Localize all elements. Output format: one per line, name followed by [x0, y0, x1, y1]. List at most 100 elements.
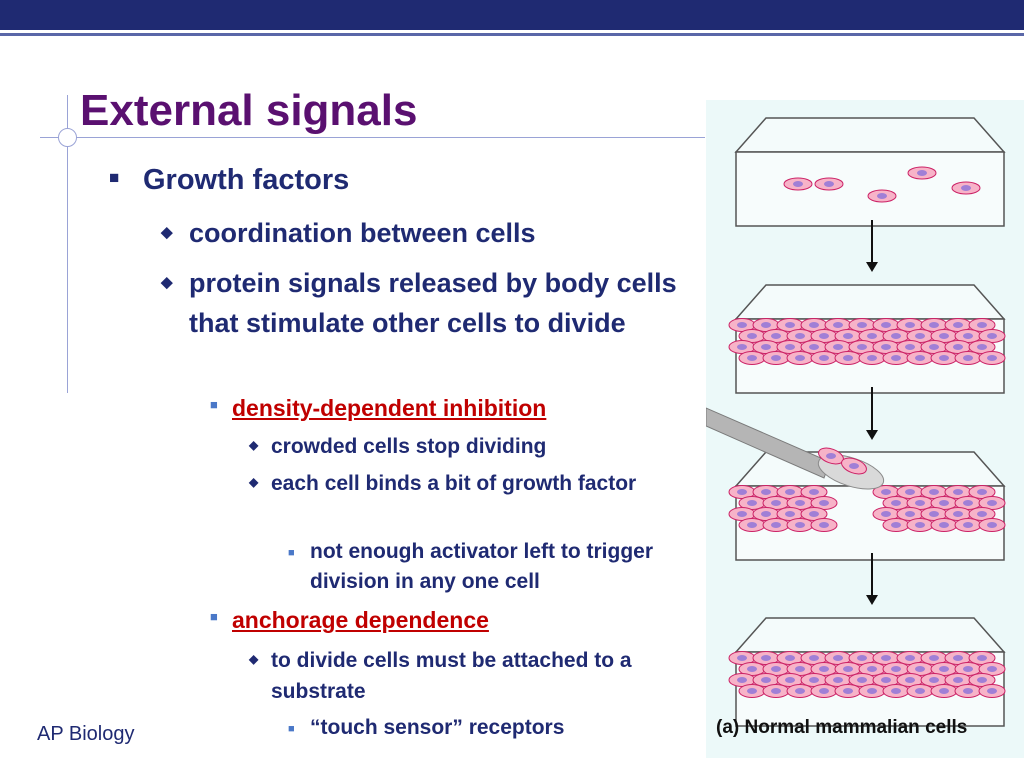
- cell-nucleus: [857, 677, 867, 683]
- cell-nucleus: [987, 333, 997, 339]
- cell-nucleus: [809, 655, 819, 661]
- cell-nucleus: [747, 355, 757, 361]
- cell-nucleus: [747, 500, 757, 506]
- cell-nucleus: [771, 500, 781, 506]
- footer-course-name: AP Biology: [37, 723, 135, 745]
- cell-nucleus: [761, 322, 771, 328]
- cell-nucleus: [761, 677, 771, 683]
- cell-nucleus: [877, 193, 887, 199]
- cell-nucleus: [963, 355, 973, 361]
- cell-nucleus: [771, 355, 781, 361]
- culture-dish-3: [728, 451, 1006, 561]
- cell-nucleus: [833, 344, 843, 350]
- cell-nucleus: [833, 677, 843, 683]
- cell-nucleus: [929, 655, 939, 661]
- cell-nucleus: [867, 355, 877, 361]
- cell-nucleus: [857, 322, 867, 328]
- cell-nucleus: [747, 522, 757, 528]
- cell-nucleus: [987, 500, 997, 506]
- cell-nucleus: [737, 511, 747, 517]
- cell-nucleus: [795, 522, 805, 528]
- cell-culture-figure: [705, 100, 1024, 758]
- cell-nucleus: [819, 500, 829, 506]
- diamond-bullet-icon: ◆: [161, 224, 173, 241]
- cell-nucleus: [939, 355, 949, 361]
- bullet-density-dependent: ■density-dependent inhibition: [210, 395, 547, 421]
- cell-nucleus: [747, 688, 757, 694]
- cell-nucleus: [891, 666, 901, 672]
- cell-nucleus: [785, 655, 795, 661]
- cell-nucleus: [747, 666, 757, 672]
- cell-nucleus: [771, 666, 781, 672]
- cell-nucleus: [905, 322, 915, 328]
- bullet-each-cell-binds: ◆each cell binds a bit of growth factor: [249, 468, 711, 499]
- scraped-cell-nucleus: [849, 463, 859, 469]
- top-banner-line: [0, 33, 1024, 36]
- cell-nucleus: [905, 489, 915, 495]
- cell-nucleus: [953, 489, 963, 495]
- bullet-touch-sensor: ■“touch sensor” receptors: [288, 713, 700, 743]
- cell-nucleus: [929, 344, 939, 350]
- cell-nucleus: [905, 511, 915, 517]
- cell-nucleus: [915, 522, 925, 528]
- cell-nucleus: [771, 333, 781, 339]
- cell-nucleus: [795, 333, 805, 339]
- diamond-bullet-icon: ◆: [249, 475, 259, 489]
- cell-nucleus: [843, 688, 853, 694]
- crosshair-decoration: [58, 128, 77, 147]
- bullet-attached-substrate: ◆to divide cells must be attached to a s…: [249, 645, 711, 707]
- cell-nucleus: [771, 688, 781, 694]
- cell-nucleus: [977, 489, 987, 495]
- cell-nucleus: [809, 322, 819, 328]
- cell-nucleus: [771, 522, 781, 528]
- cell-nucleus: [843, 355, 853, 361]
- bullet-coordination: ◆coordination between cells: [161, 213, 689, 253]
- cell-nucleus: [747, 333, 757, 339]
- cell-nucleus: [987, 522, 997, 528]
- cell-nucleus: [819, 688, 829, 694]
- cell-nucleus: [761, 511, 771, 517]
- cell-nucleus: [881, 655, 891, 661]
- cell-nucleus: [881, 489, 891, 495]
- cell-nucleus: [881, 511, 891, 517]
- cell-nucleus: [809, 511, 819, 517]
- cell-nucleus: [915, 688, 925, 694]
- square-bullet-icon: ■: [109, 168, 120, 187]
- cell-nucleus: [761, 655, 771, 661]
- dish-body: [735, 151, 1005, 227]
- cell-nucleus: [795, 688, 805, 694]
- cell-nucleus: [857, 655, 867, 661]
- cell-nucleus: [881, 322, 891, 328]
- cell-nucleus: [891, 500, 901, 506]
- vertical-guide-line: [67, 95, 68, 393]
- cell-nucleus: [953, 511, 963, 517]
- diamond-bullet-icon: ◆: [249, 438, 259, 452]
- cell-nucleus: [819, 333, 829, 339]
- cell-nucleus: [891, 688, 901, 694]
- cell-nucleus: [819, 666, 829, 672]
- cell-nucleus: [963, 666, 973, 672]
- cell-nucleus: [917, 170, 927, 176]
- bullet-not-enough-activator: ■not enough activator left to trigger di…: [288, 540, 654, 593]
- dish-rim: [734, 117, 1006, 153]
- cell-nucleus: [833, 322, 843, 328]
- cell-nucleus: [963, 522, 973, 528]
- bullet-protein-signals: ◆protein signals released by body cells …: [161, 263, 689, 343]
- cell-nucleus: [819, 355, 829, 361]
- diamond-bullet-icon: ◆: [249, 652, 259, 666]
- cell-nucleus: [953, 322, 963, 328]
- culture-dish-4: [728, 617, 1006, 727]
- cell-nucleus: [785, 489, 795, 495]
- cell-nucleus: [915, 500, 925, 506]
- square-bullet-icon: ■: [288, 547, 295, 559]
- cell-nucleus: [843, 666, 853, 672]
- top-banner: [0, 0, 1024, 30]
- cell-nucleus: [963, 688, 973, 694]
- cell-nucleus: [939, 666, 949, 672]
- cell-nucleus: [809, 677, 819, 683]
- down-arrow-head: [866, 262, 878, 272]
- cell-nucleus: [761, 489, 771, 495]
- cell-nucleus: [929, 677, 939, 683]
- cell-nucleus: [819, 522, 829, 528]
- dish-rim: [734, 284, 1006, 320]
